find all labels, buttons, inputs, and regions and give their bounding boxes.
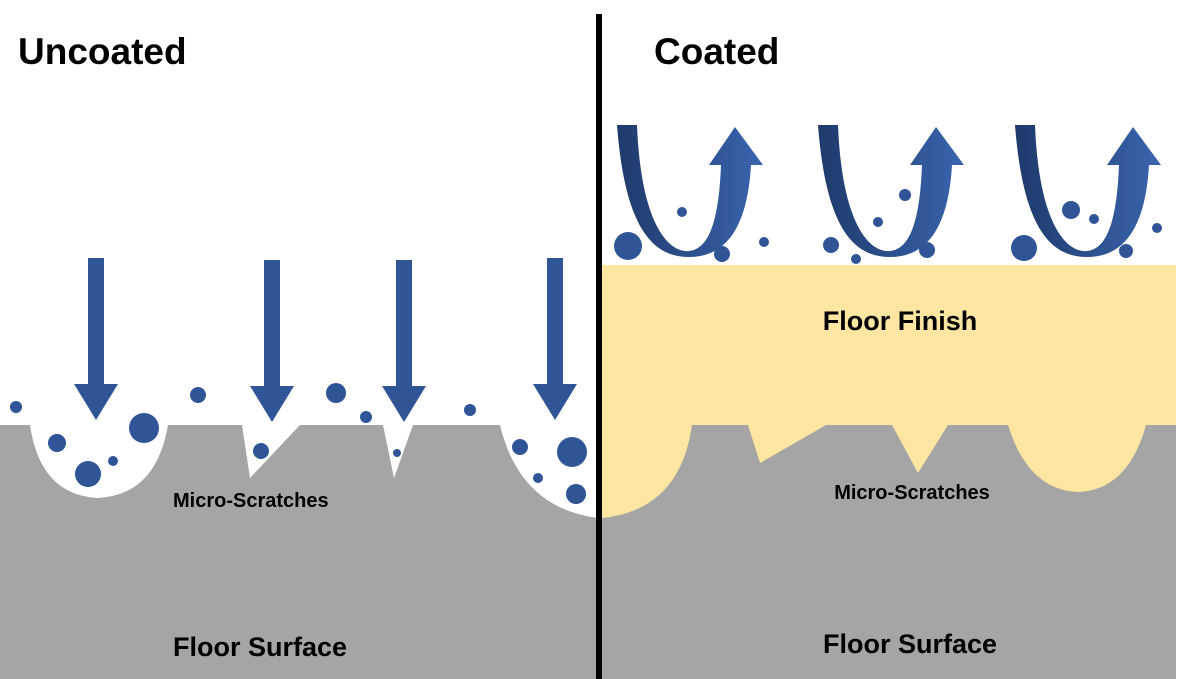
dirt-particle [512,439,528,455]
coated-panel: Coated Floor Finish Micro-Scratches Floo… [602,31,1176,679]
dirt-particle [1011,235,1037,261]
dirt-particle [393,449,401,457]
dirt-particle [557,437,587,467]
dirt-particle [899,189,911,201]
dirt-particle [129,413,159,443]
coated-floor-surface [602,425,1176,679]
down-arrow-4 [533,258,577,420]
dirt-particle [851,254,861,264]
dirt-particle [360,411,372,423]
dirt-particle [566,484,586,504]
dirt-particle [190,387,206,403]
dirt-particle [464,404,476,416]
dirt-particle [10,401,22,413]
down-arrow-1 [74,258,118,420]
dirt-particle [823,237,839,253]
uncoated-title: Uncoated [18,31,187,72]
bounce-arrow-3 [1015,125,1161,257]
coated-surface-label: Floor Surface [823,629,997,659]
bounce-arrow-1 [617,125,763,257]
panel-divider [596,14,602,679]
dirt-particle [48,434,66,452]
down-arrow-3 [382,260,426,422]
dirt-particle [108,456,118,466]
uncoated-surface-label: Floor Surface [173,632,347,662]
dirt-particle [1152,223,1162,233]
dirt-particle [533,473,543,483]
dirt-particle [1089,214,1099,224]
coated-title: Coated [654,31,779,72]
dirt-particle [75,461,101,487]
dirt-particle [326,383,346,403]
dirt-particle [873,217,883,227]
uncoated-scratch-label: Micro-Scratches [173,490,329,512]
dirt-particle [1119,244,1133,258]
down-arrow-2 [250,260,294,422]
dirt-particle [1062,201,1080,219]
coated-scratch-label: Micro-Scratches [834,482,990,504]
dirt-particle [714,246,730,262]
bounce-arrow-2 [818,125,964,257]
dirt-particle [759,237,769,247]
dirt-particle [253,443,269,459]
dirt-particle [919,242,935,258]
uncoated-panel: Uncoated Micro-Scratches Floor Surface [0,31,598,679]
dirt-particle [614,232,642,260]
uncoated-floor-surface [0,425,598,679]
dirt-particle [677,207,687,217]
floor-finish-label: Floor Finish [823,306,978,336]
